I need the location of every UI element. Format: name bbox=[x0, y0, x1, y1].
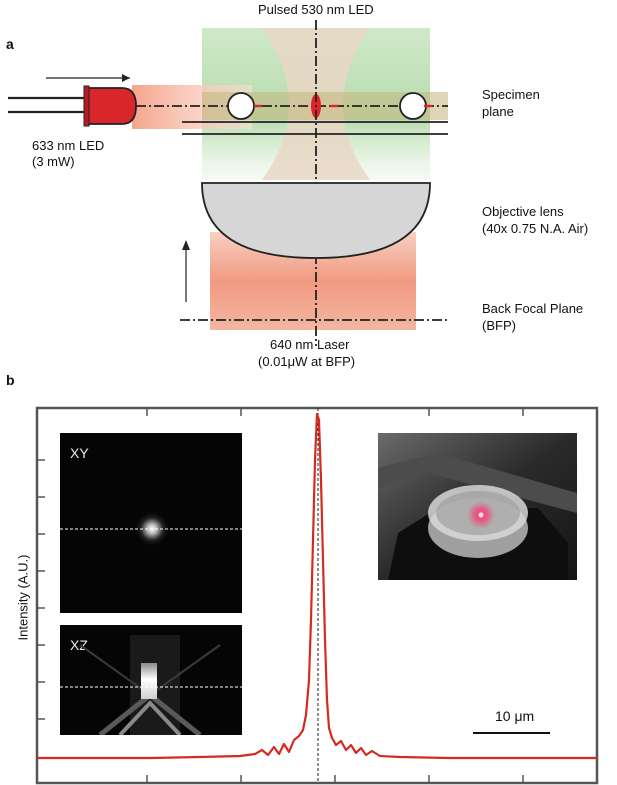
led-label-line1: 633 nm LED bbox=[32, 138, 105, 153]
intensity-profile-curve bbox=[37, 412, 597, 760]
xz-inset-label: XZ bbox=[70, 637, 88, 653]
sample-photo-image bbox=[378, 433, 577, 580]
pulsed-led-label: Pulsed 530 nm LED bbox=[258, 2, 374, 17]
scalebar-label: 10 μm bbox=[495, 708, 535, 724]
plot-frame bbox=[35, 406, 599, 785]
bfp-label-line1: Back Focal Plane bbox=[482, 301, 584, 316]
led-arrowhead bbox=[122, 74, 130, 82]
sample-photo bbox=[378, 433, 577, 580]
xz-cone bbox=[118, 700, 182, 735]
microscope-stage bbox=[378, 453, 577, 513]
xz-inset: XZ bbox=[60, 625, 242, 735]
optical-setup-diagram bbox=[8, 20, 450, 346]
led-rim bbox=[83, 85, 90, 127]
panel-a-letter: a bbox=[6, 36, 14, 52]
specimen-label-line1: Specimen bbox=[482, 87, 540, 102]
top-axis-ticks bbox=[146, 408, 524, 416]
specimen-label-line2: plane bbox=[482, 104, 514, 119]
objective-lens-shape bbox=[201, 182, 431, 259]
panel-b-letter: b bbox=[6, 372, 15, 388]
led-label-line2: (3 mW) bbox=[32, 154, 75, 169]
x-axis-ticks bbox=[146, 775, 524, 783]
laser-spot-core bbox=[478, 512, 484, 518]
laser-label-line1: 640 nm Laser bbox=[270, 337, 350, 352]
xz-focal-column bbox=[141, 663, 157, 699]
y-axis-label: Intensity (A.U.) bbox=[15, 554, 31, 641]
laser-arrowhead bbox=[182, 240, 190, 250]
objective-label-line1: Objective lens bbox=[482, 204, 564, 219]
y-axis-ticks bbox=[37, 459, 45, 720]
xy-inset: XY bbox=[60, 433, 242, 613]
xy-inset-image bbox=[60, 511, 242, 547]
objective-label-line2: (40x 0.75 N.A. Air) bbox=[482, 221, 589, 236]
xz-inset-image bbox=[60, 635, 242, 735]
xy-inset-label: XY bbox=[70, 445, 89, 461]
laser-label-line2: (0.01μW at BFP) bbox=[258, 354, 356, 369]
bfp-label-line2: (BFP) bbox=[482, 318, 516, 333]
